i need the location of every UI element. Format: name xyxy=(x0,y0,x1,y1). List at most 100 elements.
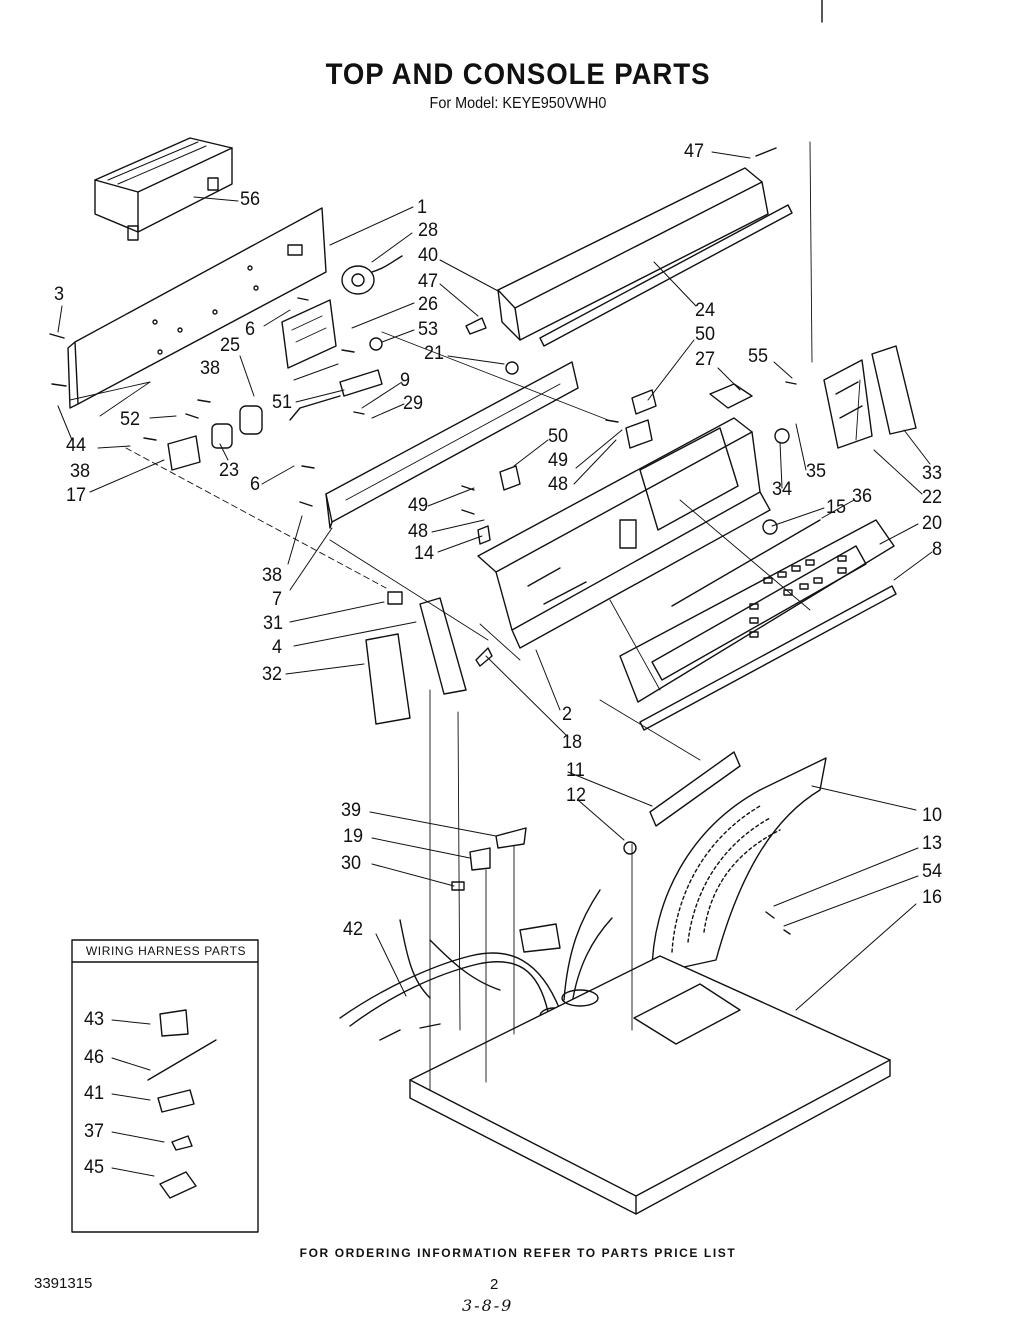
part-10-exhaust-grille xyxy=(651,757,827,975)
callout-13: 13 xyxy=(922,833,943,854)
callout-31: 31 xyxy=(263,613,284,634)
callout-56: 56 xyxy=(240,189,261,210)
leader-lines xyxy=(57,151,933,1177)
callout-51: 51 xyxy=(272,392,293,413)
part-7-bracket xyxy=(325,361,579,529)
callout-23: 23 xyxy=(219,460,240,481)
part-51-switch xyxy=(289,369,383,421)
callout-34: 34 xyxy=(772,479,793,500)
callout-43: 43 xyxy=(84,1009,105,1030)
callout-52: 52 xyxy=(120,409,141,430)
callout-49b: 49 xyxy=(408,495,429,516)
callout-7: 7 xyxy=(272,589,283,610)
callout-48b: 48 xyxy=(408,521,429,542)
callout-6a: 6 xyxy=(245,319,256,340)
callout-42: 42 xyxy=(343,919,364,940)
screws xyxy=(49,147,797,935)
part-26-control-board xyxy=(281,299,337,369)
callout-6b: 6 xyxy=(250,474,261,495)
callout-28: 28 xyxy=(418,220,439,241)
inset-title: WIRING HARNESS PARTS xyxy=(85,944,247,958)
callout-50a: 50 xyxy=(695,324,716,345)
callout-25: 25 xyxy=(220,335,241,356)
callout-40: 40 xyxy=(418,245,439,266)
callout-48a: 48 xyxy=(548,474,569,495)
callout-49a: 49 xyxy=(548,450,569,471)
page-number: 2 xyxy=(490,1276,499,1293)
callout-32: 32 xyxy=(262,664,283,685)
callout-39: 39 xyxy=(341,800,362,821)
callout-18: 18 xyxy=(562,732,583,753)
callout-4: 4 xyxy=(272,637,283,658)
callout-12: 12 xyxy=(566,785,587,806)
handwritten-date: 3-8-9 xyxy=(462,1296,514,1315)
document-number: 3391315 xyxy=(34,1275,93,1292)
model-subtitle: For Model: KEYE950VWH0 xyxy=(429,95,607,112)
callout-46: 46 xyxy=(84,1047,105,1068)
callout-8: 8 xyxy=(932,539,943,560)
callout-47a: 47 xyxy=(418,271,439,292)
part-32-end-cap xyxy=(365,633,411,725)
part-30-terminal xyxy=(451,881,465,891)
part-19-clip xyxy=(469,847,491,871)
callout-38a: 38 xyxy=(200,358,221,379)
part-21-clip xyxy=(505,361,519,375)
callout-30: 30 xyxy=(341,853,362,874)
callout-16: 16 xyxy=(922,887,943,908)
callout-53: 53 xyxy=(418,319,439,340)
callout-47b: 47 xyxy=(684,141,705,162)
callout-41: 41 xyxy=(84,1083,105,1104)
callout-14: 14 xyxy=(414,543,435,564)
guide-lines xyxy=(69,141,861,1091)
part-56-console-end-cap xyxy=(94,137,233,241)
part-36-rod xyxy=(671,519,821,607)
part-25-buzzer xyxy=(239,405,263,435)
callout-50b: 50 xyxy=(548,426,569,447)
callout-37: 37 xyxy=(84,1121,105,1142)
callout-1: 1 xyxy=(417,197,428,218)
page-title: TOP AND CONSOLE PARTS xyxy=(325,58,711,91)
callout-3: 3 xyxy=(54,284,65,305)
part-31-clip xyxy=(387,591,403,605)
callout-45: 45 xyxy=(84,1157,105,1178)
callout-27: 27 xyxy=(695,349,716,370)
callout-54: 54 xyxy=(922,861,943,882)
callout-24: 24 xyxy=(695,300,716,321)
callout-35: 35 xyxy=(806,461,827,482)
part-4-end-bracket xyxy=(419,597,467,695)
callout-21: 21 xyxy=(424,343,445,364)
part-11-filter-cover xyxy=(649,751,741,827)
callout-26: 26 xyxy=(418,294,439,315)
callout-38b: 38 xyxy=(70,461,91,482)
callout-19: 19 xyxy=(343,826,364,847)
callout-38c: 38 xyxy=(262,565,283,586)
part-33-end-bracket xyxy=(823,345,917,449)
wiring-harness-inset xyxy=(71,939,259,1233)
callout-36: 36 xyxy=(852,486,873,507)
part-28-timer-motor xyxy=(341,255,403,295)
part-53-knob xyxy=(369,337,383,351)
callout-44: 44 xyxy=(66,435,87,456)
part-8-trim-strip xyxy=(639,585,897,731)
ordering-note: FOR ORDERING INFORMATION REFER TO PARTS … xyxy=(299,1246,737,1260)
callout-15: 15 xyxy=(826,497,847,518)
part-42-wiring-harness xyxy=(339,889,613,1041)
part-20-control-panel xyxy=(619,519,895,703)
part-40-top-cover xyxy=(497,167,793,347)
part-17-socket xyxy=(167,435,201,471)
callout-11: 11 xyxy=(566,760,585,781)
callout-55: 55 xyxy=(748,346,769,367)
part-23-capacitor xyxy=(211,423,233,449)
part-2-console-frame xyxy=(477,417,771,649)
part-39-clip xyxy=(495,827,527,849)
callout-29: 29 xyxy=(403,393,424,414)
callout-10: 10 xyxy=(922,805,943,826)
callout-9: 9 xyxy=(400,370,411,391)
callout-20: 20 xyxy=(922,513,943,534)
part-16-top-plate xyxy=(409,955,891,1215)
callout-17: 17 xyxy=(66,485,87,506)
callout-2: 2 xyxy=(562,704,573,725)
part-1-rear-console-panel xyxy=(67,207,327,409)
callout-22: 22 xyxy=(922,487,943,508)
